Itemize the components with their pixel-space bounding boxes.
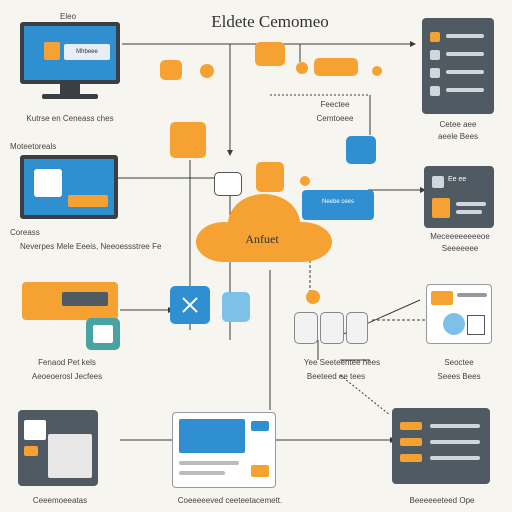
caption-top-right-a: Cetee aee: [439, 120, 477, 129]
diagram-title: Eldete Cemomeo: [211, 12, 329, 31]
node-device-1: [294, 312, 318, 344]
monitor-left-mid: [20, 155, 118, 219]
caption-top-right-b: aeele Bees: [437, 132, 479, 141]
caption-top-left: Kutrse en Ceneass ches: [26, 114, 114, 123]
node-dot-2: [296, 62, 308, 74]
caption-left-mid-b: Neverpes Mele Eeeis, Neeoessstree Fe: [20, 242, 162, 251]
cloud-label: Anfuet: [245, 232, 279, 246]
node-blue-small: [346, 136, 376, 164]
node-dot-1: [200, 64, 214, 78]
node-icon-1: [160, 60, 182, 80]
info-card-text: Neebe cees: [321, 199, 355, 205]
node-pill: [314, 58, 358, 76]
panel-bottom-right: [392, 408, 490, 484]
caption-right-mid-a: Meceeeeeeeeoe: [430, 232, 490, 241]
panel-right-lower: [426, 284, 492, 344]
panel-left-lower: [22, 282, 118, 320]
caption-left-mid-heading: Moteetoreals: [10, 142, 57, 151]
app-tile-teal: [86, 318, 120, 350]
caption-center-right-b: Beeteed ee tees: [306, 372, 366, 381]
node-device-3: [346, 312, 368, 344]
top-label: Eleo: [60, 12, 77, 21]
caption-right-mid-b: Seeeeeee: [441, 244, 479, 253]
caption-bottom-center: Coeeeeeved ceeteetacemett.: [177, 496, 283, 505]
node-dot-4: [300, 176, 310, 186]
node-orange-app: [256, 162, 284, 192]
node-blue-tool: [170, 286, 210, 324]
info-card-blue: Neebe cees: [302, 190, 374, 220]
caption-center-right-a: Yee Seeteentee hees: [303, 358, 381, 367]
node-outline-box: [214, 172, 242, 196]
caption-left-lower-a: Fenaod Pet kels: [38, 358, 96, 367]
window-bottom-center: [172, 412, 276, 488]
node-lightblue: [222, 292, 250, 322]
node-device-2: [320, 312, 344, 344]
caption-left-lower-b: Aeoeoerosl Jecfees: [31, 372, 103, 381]
caption-right-lower-a: Seoctee: [444, 358, 474, 367]
panel-bottom-left: [18, 410, 98, 486]
panel-top-right: [422, 18, 494, 114]
app-icon: [34, 169, 62, 197]
monitor-label: Mhbeee: [64, 44, 110, 60]
panel-right-mid: Ee ee: [424, 166, 494, 228]
caption-left-mid-a: Coreass: [10, 228, 40, 237]
panel-right-mid-text: Ee ee: [448, 176, 467, 183]
caption-right-lower-b: Seees Bees: [437, 372, 481, 381]
caption-top-center-b: Cemtoeee: [316, 114, 354, 123]
node-dot-5: [306, 290, 320, 304]
node-orange-square: [170, 122, 206, 158]
caption-top-center-a: Feectee: [320, 100, 350, 109]
caption-bottom-right: Beeeeeeteed Ope: [409, 496, 475, 505]
node-icon-2: [255, 42, 285, 66]
folder-icon: [44, 42, 60, 60]
monitor-stand: [60, 84, 80, 94]
monitor-top-left: Mhbeee: [20, 22, 120, 84]
cloud-node: [196, 194, 332, 262]
node-dot-3: [372, 66, 382, 76]
caption-bottom-left: Ceeemoeeatas: [32, 496, 88, 505]
monitor-base: [42, 94, 98, 99]
